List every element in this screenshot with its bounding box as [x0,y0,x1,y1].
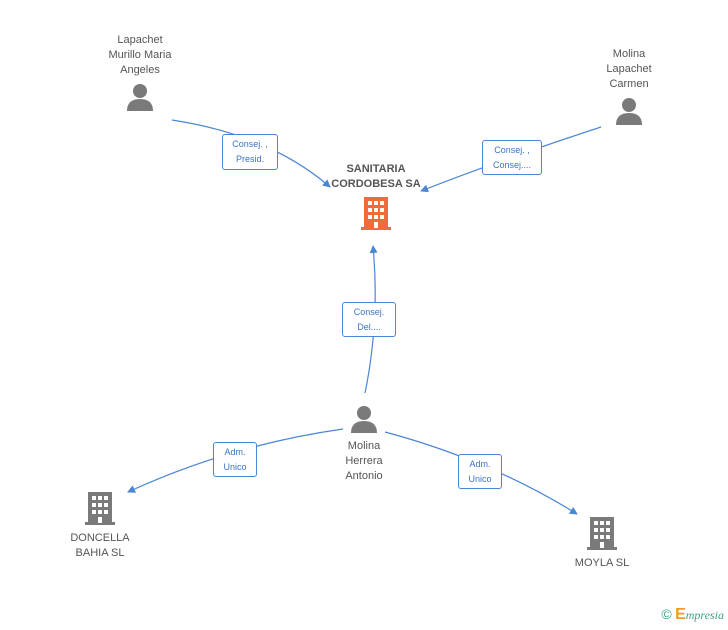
brand-logo-initial: E [675,606,686,623]
node-label: MOYLA SL [574,557,630,569]
node-label: DONCELLA BAHIA SL [70,532,130,559]
edge-label-moyla[interactable]: Adm. Unico [458,454,502,489]
edge-label-molina-lapachet[interactable]: Consej. , Consej.... [482,140,542,175]
node-label: Molina Lapachet Carmen [606,48,652,90]
building-icon [587,517,617,550]
person-icon [616,98,642,125]
node-molina-lapachet[interactable]: Molina Lapachet Carmen [579,47,679,131]
node-label: Lapachet Murillo Maria Angeles [108,34,172,76]
node-label: Molina Herrera Antonio [345,440,383,482]
building-icon [361,197,391,230]
edge-label-lapachet-murillo[interactable]: Consej. , Presid. [222,134,278,170]
person-icon [127,84,153,111]
brand-logo-text: mpresia [685,608,724,622]
node-label: SANITARIA CORDOBESA SA [331,163,421,190]
copyright-icon: © [661,606,672,622]
edge-label-molina-herrera-sanitaria[interactable]: Consej. Del.... [342,302,396,337]
person-icon [351,406,377,433]
building-icon [85,492,115,525]
brand-footer: © Empresia [661,606,724,624]
node-doncella-bahia[interactable]: DONCELLA BAHIA SL [50,490,150,561]
edge-label-doncella[interactable]: Adm. Unico [213,442,257,477]
node-sanitaria-cordobesa[interactable]: SANITARIA CORDOBESA SA [316,162,436,236]
node-lapachet-murillo[interactable]: Lapachet Murillo Maria Angeles [90,33,190,117]
node-molina-herrera[interactable]: Molina Herrera Antonio [314,404,414,484]
node-moyla[interactable]: MOYLA SL [552,515,652,571]
